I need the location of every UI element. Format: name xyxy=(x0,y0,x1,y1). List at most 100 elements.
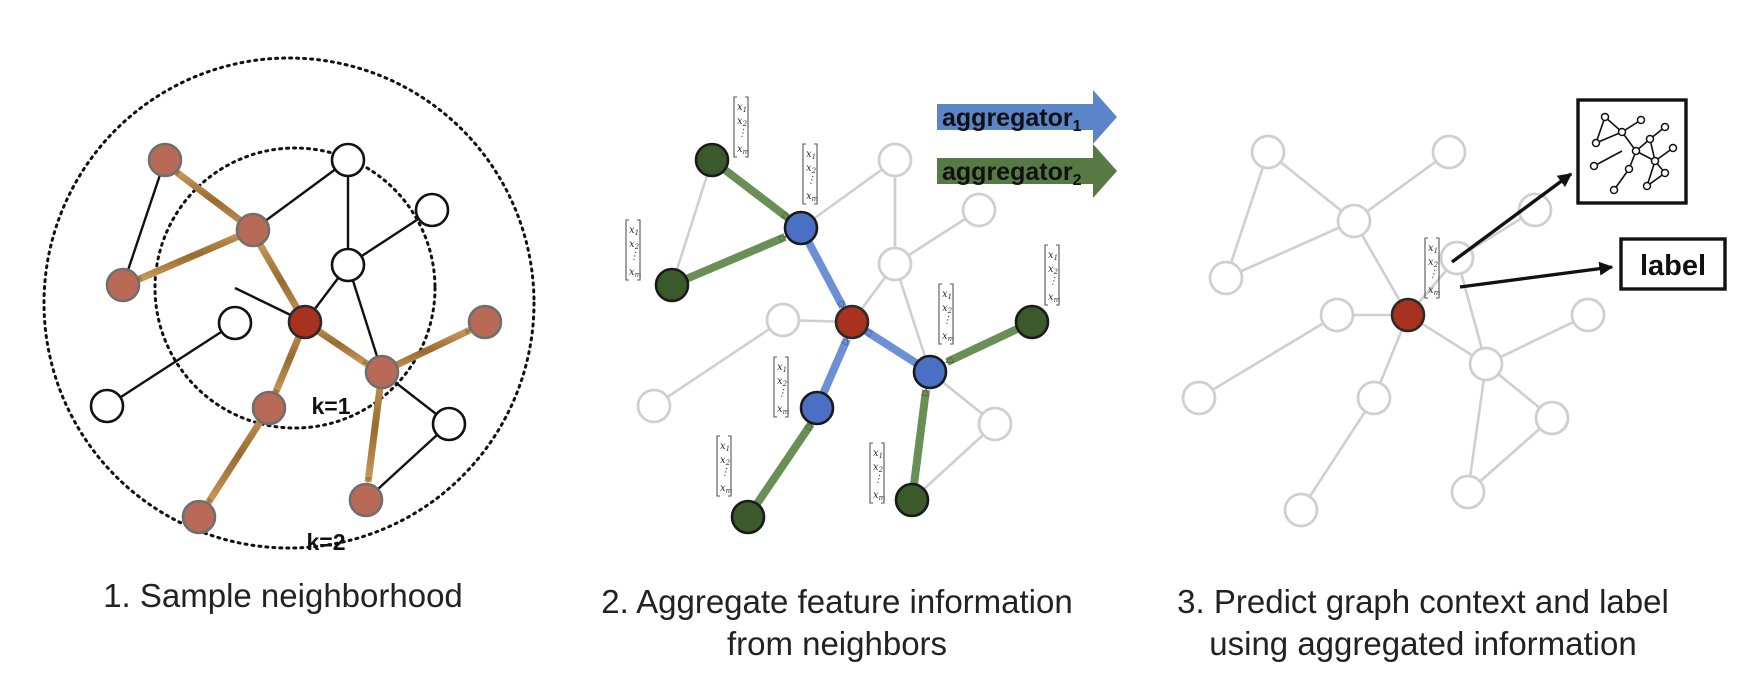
sampled-node xyxy=(251,390,287,426)
k2-boundary-circle xyxy=(42,56,536,550)
unsampled-node xyxy=(89,388,125,424)
vector-entry-subscript: m xyxy=(743,148,750,156)
vector-bracket xyxy=(773,356,777,418)
unsampled-node xyxy=(414,192,450,228)
faded-node xyxy=(1356,380,1392,416)
faded-node xyxy=(1283,492,1319,528)
captions: 1. Sample neighborhood 2. Aggregate feat… xyxy=(103,577,1669,662)
faded-node xyxy=(1450,474,1486,510)
aggregator-1-label: aggregator xyxy=(942,104,1073,132)
faded-node xyxy=(877,142,913,178)
vector-entry: ⋮ xyxy=(942,315,952,326)
caption-panel-1: 1. Sample neighborhood xyxy=(103,577,463,614)
vector-entry-subscript: 1 xyxy=(1434,247,1438,255)
vector-entry: ⋮ xyxy=(737,128,747,139)
vector-bracket xyxy=(1044,244,1048,306)
vector-entry: ⋮ xyxy=(777,388,787,399)
faded-node xyxy=(977,406,1013,442)
vector-entry: x1 xyxy=(942,289,952,301)
faded-node xyxy=(1431,134,1467,170)
unsampled-node xyxy=(330,247,366,283)
vector-bracket xyxy=(728,435,732,497)
aggregator-1-arrow: aggregator1 xyxy=(937,90,1117,144)
svg-text:aggregator1: aggregator1 xyxy=(942,104,1082,135)
vector-bracket xyxy=(637,219,641,281)
vector-entry: ⋮ xyxy=(873,474,883,485)
faded-node xyxy=(1570,297,1606,333)
panel-2-faded-edges xyxy=(653,158,996,501)
vector-entry: x2 xyxy=(942,303,953,315)
vector-entry-subscript: m xyxy=(948,335,955,343)
label-output-text: label xyxy=(1640,250,1706,282)
vector-entry: x2 xyxy=(629,239,640,251)
vector-entry: x2 xyxy=(1428,257,1439,269)
panel-1-nodes xyxy=(89,142,503,535)
vector-entry-subscript: m xyxy=(635,271,642,279)
vector-bracket xyxy=(745,96,749,158)
vector-entry: x1 xyxy=(873,448,883,460)
vector-bracket xyxy=(785,356,789,418)
vector-entry: x1 xyxy=(629,225,639,237)
unsampled-node xyxy=(217,305,253,341)
sampled-node xyxy=(147,142,183,178)
faded-node xyxy=(1208,260,1244,296)
target-node xyxy=(834,304,870,340)
target-node xyxy=(287,304,323,340)
vector-entry: x1 xyxy=(737,102,747,114)
caption-panel-3-line-1: 3. Predict graph context and label xyxy=(1177,583,1669,620)
panel-1-plain-edges xyxy=(106,159,450,501)
vector-entry-subscript: 1 xyxy=(812,153,816,161)
vector-bracket xyxy=(814,143,818,205)
vector-bracket xyxy=(802,143,806,205)
layer2-node xyxy=(730,499,766,535)
vector-entry-subscript: 1 xyxy=(1054,254,1058,262)
layer2-aggregation-edge xyxy=(670,233,787,289)
vector-bracket xyxy=(881,442,885,504)
vector-entry: x2 xyxy=(737,116,748,128)
vector-bracket xyxy=(733,96,737,158)
sampled-node xyxy=(348,482,384,518)
aggregator-2-label: aggregator xyxy=(942,158,1073,186)
faded-node xyxy=(961,192,997,228)
vector-entry-subscript: 2 xyxy=(947,307,953,315)
layer1-node xyxy=(799,390,835,426)
sampled-edge xyxy=(135,226,255,284)
vector-entry-subscript: 1 xyxy=(879,452,883,460)
faded-node xyxy=(1468,346,1504,382)
layer2-node xyxy=(1014,304,1050,340)
sampled-node xyxy=(181,499,217,535)
vector-entry: x2 xyxy=(720,455,731,467)
faded-node xyxy=(1250,134,1286,170)
label-output-box: label xyxy=(1619,237,1727,291)
layer2-node xyxy=(694,142,730,178)
vector-entry-subscript: 1 xyxy=(743,106,747,114)
target-node xyxy=(1390,297,1426,333)
vector-entry: x1 xyxy=(777,362,787,374)
vector-entry-subscript: 1 xyxy=(635,229,639,237)
vector-entry-subscript: 2 xyxy=(634,243,640,251)
aggregator-2-subscript: 2 xyxy=(1073,172,1082,189)
caption-panel-3-line-2: using aggregated information xyxy=(1209,625,1636,662)
vector-entry-subscript: 2 xyxy=(878,466,884,474)
layer1-node xyxy=(912,354,948,390)
vector-bracket xyxy=(950,283,954,345)
k1-boundary-circle xyxy=(153,146,437,430)
vector-entry: x2 xyxy=(777,376,788,388)
vector-entry: x2 xyxy=(806,163,817,175)
vector-entry: ⋮ xyxy=(1428,269,1438,280)
sampled-node xyxy=(467,304,503,340)
layer1-node xyxy=(783,210,819,246)
caption-panel-2-line-2: from neighbors xyxy=(727,625,947,662)
layer2-node xyxy=(894,482,930,518)
vector-bracket xyxy=(1056,244,1060,306)
sampled-node xyxy=(364,354,400,390)
